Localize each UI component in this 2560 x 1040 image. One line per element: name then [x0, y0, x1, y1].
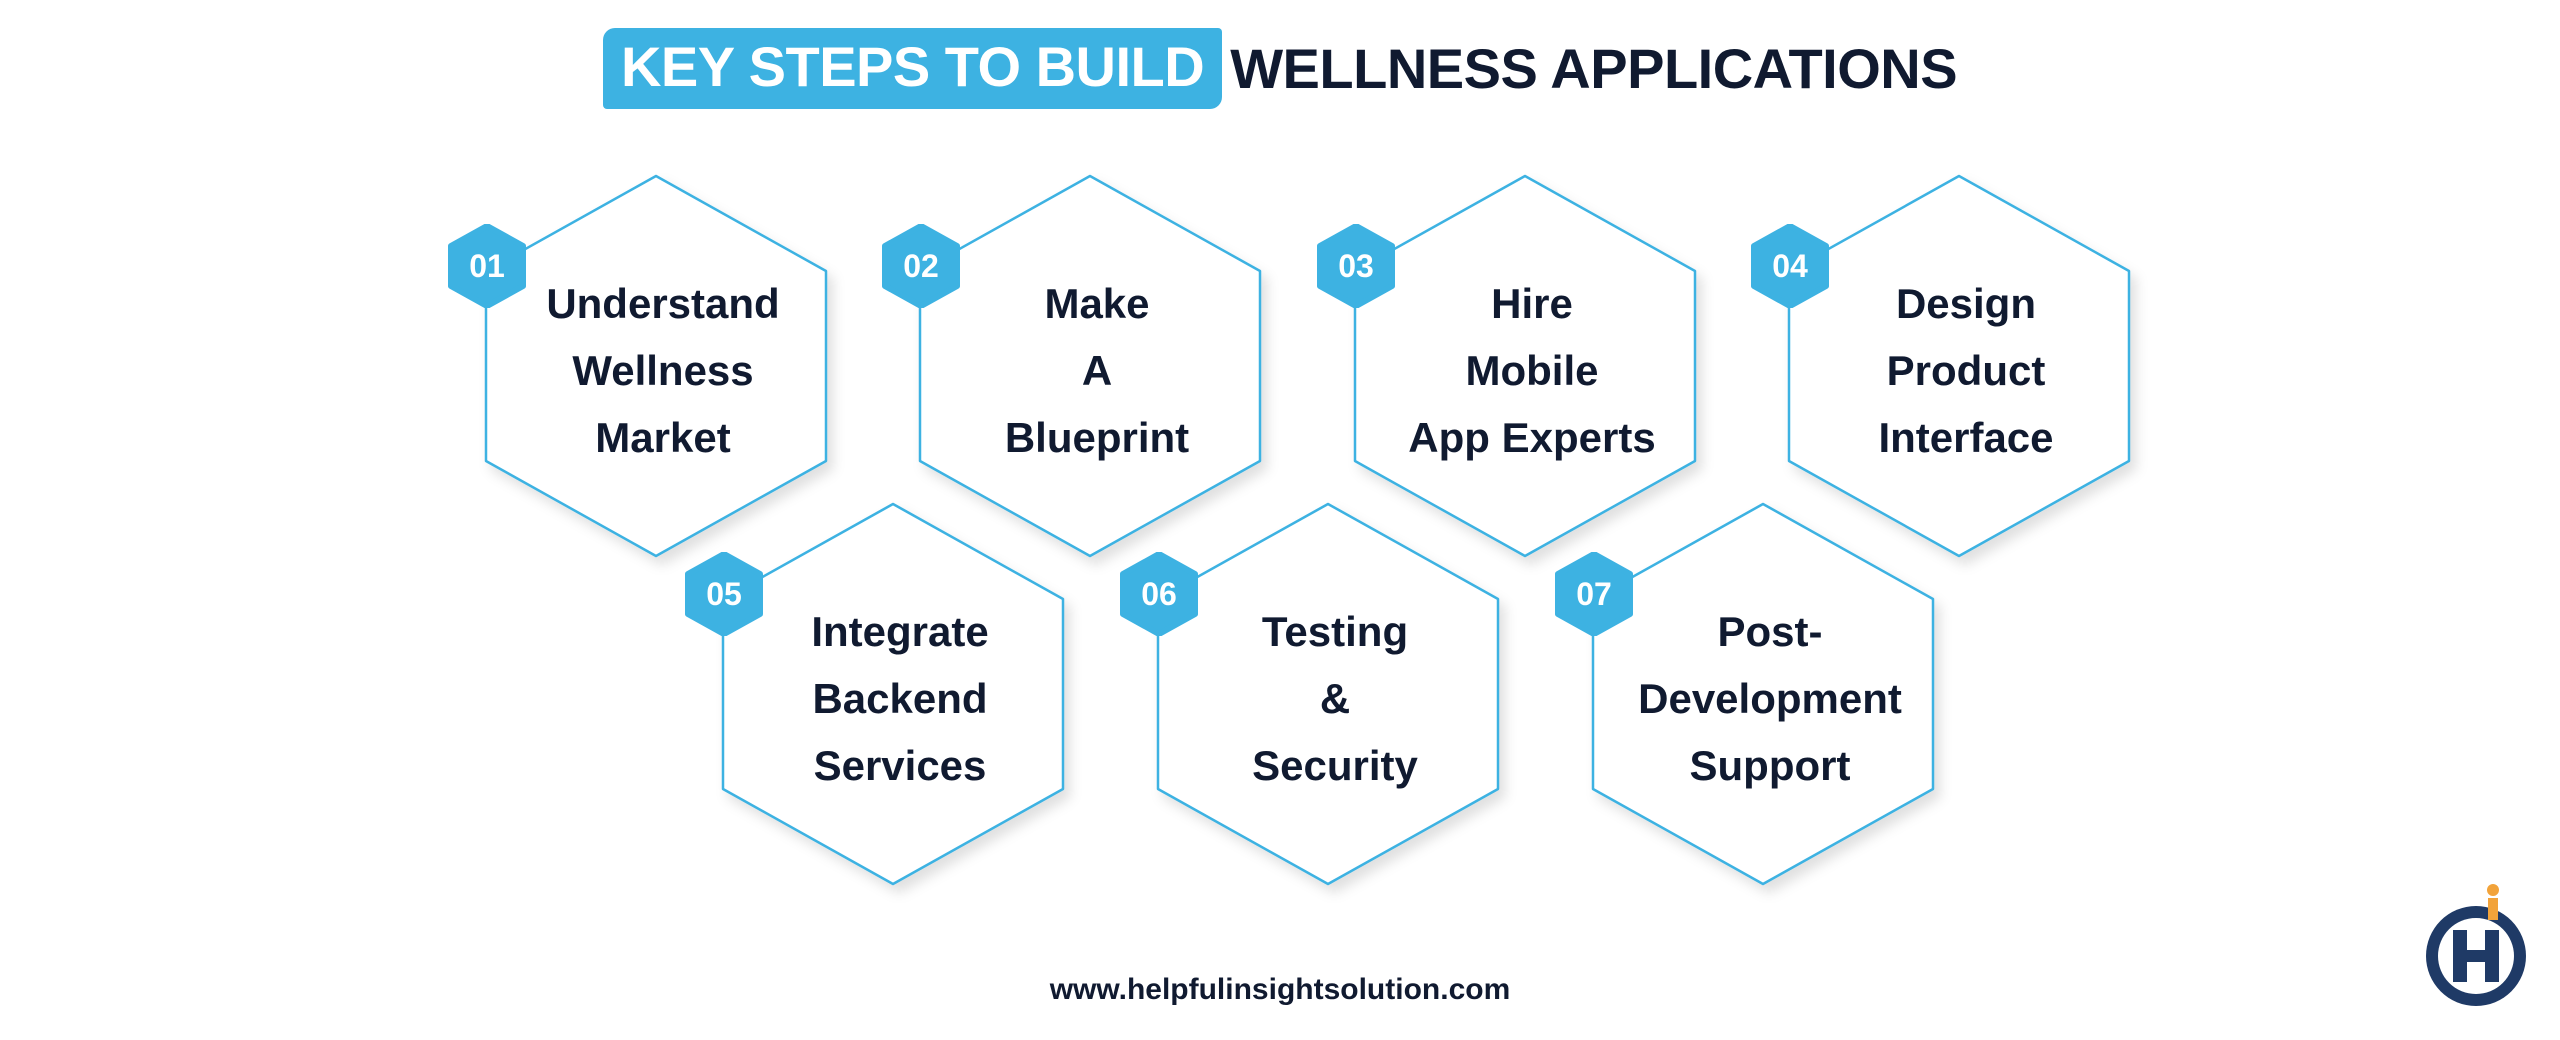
step-number: 06 — [1141, 575, 1177, 612]
step-label: Integrate Backend Services — [811, 607, 989, 789]
badge-hexagon — [1751, 224, 1829, 308]
step-number: 05 — [706, 575, 742, 612]
step-number: 02 — [903, 247, 939, 284]
badge-hexagon — [1120, 552, 1198, 636]
title-highlight: KEY STEPS TO BUILD — [602, 28, 1223, 109]
step-card-05: Integrate Backend Services — [715, 498, 1085, 898]
step-card-01: Understand Wellness Market — [478, 170, 848, 570]
page-title: KEY STEPS TO BUILD WELLNESS APPLICATIONS — [0, 28, 2560, 109]
step-number: 03 — [1338, 247, 1374, 284]
website-url[interactable]: www.helpfulinsightsolution.com — [1049, 973, 1511, 1006]
badge-hexagon — [1555, 552, 1633, 636]
step-label: Post- Development Support — [1638, 607, 1902, 789]
step-card-06: Testing & Security — [1150, 498, 1520, 898]
step-number-badge: 07 — [1555, 552, 1633, 636]
step-label: Testing & Security — [1252, 607, 1418, 789]
badge-hexagon — [1317, 224, 1395, 308]
step-number: 07 — [1576, 575, 1612, 612]
badge-hexagon — [882, 224, 960, 308]
step-label: Hire Mobile App Experts — [1408, 279, 1656, 461]
step-number-badge: 06 — [1120, 552, 1198, 636]
step-number-badge: 04 — [1751, 224, 1829, 308]
step-label: Design Product Interface — [1878, 279, 2054, 461]
step-card-07: Post- Development Support — [1585, 498, 1955, 898]
step-card-02: Make A Blueprint — [912, 170, 1282, 570]
step-number-badge: 01 — [448, 224, 526, 308]
step-number-badge: 05 — [685, 552, 763, 636]
step-label: Make A Blueprint — [1004, 279, 1190, 461]
step-number: 01 — [469, 247, 505, 284]
step-label: Understand Wellness Market — [546, 279, 780, 461]
helpful-insight-logo-icon — [2426, 884, 2526, 1006]
title-rest: WELLNESS APPLICATIONS — [1230, 37, 1958, 100]
step-number: 04 — [1772, 247, 1808, 284]
badge-hexagon — [448, 224, 526, 308]
step-number-badge: 03 — [1317, 224, 1395, 308]
step-number-badge: 02 — [882, 224, 960, 308]
badge-hexagon — [685, 552, 763, 636]
step-card-03: Hire Mobile App Experts — [1347, 170, 1717, 570]
step-card-04: Design Product Interface — [1781, 170, 2151, 570]
